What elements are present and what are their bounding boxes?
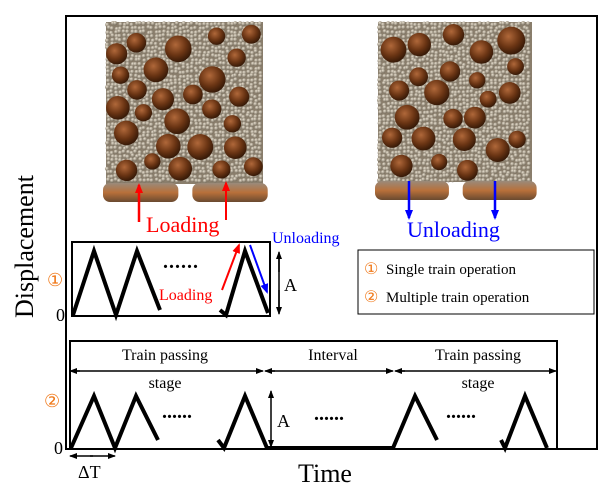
zero-label-1: 0 — [56, 305, 65, 325]
loading-label-small: Loading — [159, 287, 212, 304]
stage1-label-2: stage — [149, 375, 182, 392]
unloading-label-small: Unloading — [272, 230, 340, 247]
dots-2c: ...... — [446, 401, 476, 423]
marker-2: ② — [44, 391, 60, 411]
particle-sample-unloading — [375, 21, 537, 200]
waveform-2c — [499, 390, 549, 453]
dots-1: ...... — [163, 251, 199, 273]
waveform-2b — [216, 390, 439, 453]
legend-text-1: Single train operation — [386, 262, 516, 278]
loading-label-top: Loading — [146, 212, 219, 237]
stage2-label: Train passing — [435, 347, 521, 364]
panel-single-train: ① 0 ...... Loading Unloading A — [47, 230, 340, 325]
y-axis-label: Displacement — [10, 174, 39, 318]
legend-text-2: Multiple train operation — [386, 290, 530, 306]
amplitude-label-1: A — [284, 275, 297, 295]
dots-2b: ...... — [314, 403, 344, 425]
delta-t-label: ΔT — [78, 462, 101, 482]
legend-marker-1: ① — [364, 261, 378, 278]
amplitude-label-2: A — [277, 411, 290, 431]
load-waveform-1b — [218, 244, 270, 319]
stage1-label: Train passing — [122, 347, 208, 364]
unloading-arrow-small — [249, 244, 269, 294]
dots-2a: ...... — [162, 401, 192, 423]
zero-label-2: 0 — [54, 438, 63, 458]
panel-multiple-train: ② 0 Train passing stage Interval Train p… — [44, 340, 558, 482]
interval-label: Interval — [308, 347, 358, 364]
outer-frame — [65, 15, 598, 450]
loading-arrow-small — [221, 243, 240, 291]
marker-1: ① — [47, 270, 63, 290]
stage2-label-2: stage — [462, 375, 495, 392]
x-axis-label: Time — [298, 459, 352, 488]
unloading-label-top: Unloading — [407, 217, 500, 242]
particle-sample-loading — [103, 20, 268, 202]
waveform-2a — [69, 390, 160, 454]
legend-marker-2: ② — [364, 289, 378, 306]
load-waveform-1 — [71, 244, 162, 322]
legend: ① Single train operation ② Multiple trai… — [357, 249, 595, 315]
